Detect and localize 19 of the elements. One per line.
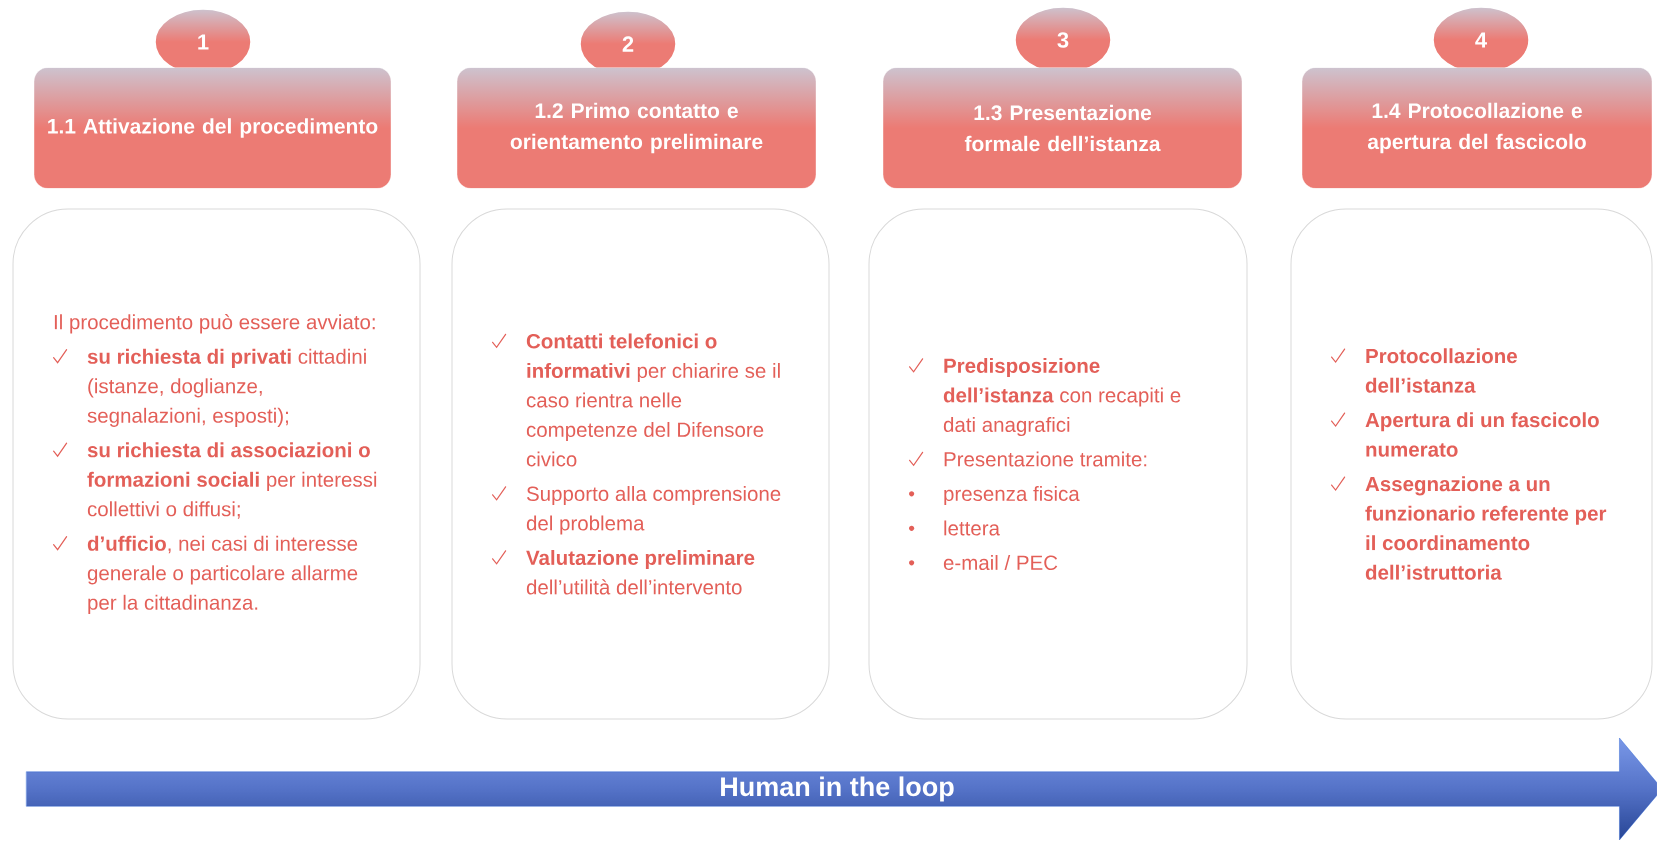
card-text: Il procedimento può essere avviato: <box>54 314 375 334</box>
list-item: Predisposizione dell’istanza con recapiti e dati anagrafici <box>943 357 1181 437</box>
list-item: Protocollazione dell’istanza <box>1365 348 1517 393</box>
list-item: Presentazione tramite: <box>944 451 1147 467</box>
list-item: Contatti telefonici o informativi per chiarire se il caso rientra nelle competenze del Difensore civico <box>526 333 780 467</box>
list-item: Assegnazione a un funzionario referente per il coordinamento dell’istruttoria <box>1365 476 1607 580</box>
list-item: d’ufficio, nei casi di interesse generale o particolare allarme per la cittadinanza. <box>87 535 358 614</box>
step-card <box>12 208 421 720</box>
list-item: Supporto alla comprensione del problema <box>526 485 781 535</box>
list-item: Apertura di un fascicolo numerato <box>1365 412 1599 457</box>
list-item: su richiesta di privati cittadini (istanze, doglianze, segnalazioni, esposti); <box>87 348 366 427</box>
list-item: presenza fisica <box>944 485 1080 506</box>
step-card <box>1290 208 1653 720</box>
step-card <box>451 208 830 720</box>
list-item: su richiesta di associazioni o formazioni sociali per interessi collettivi o diffusi; <box>87 442 377 519</box>
list-item: lettera <box>944 520 1000 536</box>
step-card <box>868 208 1248 720</box>
list-item: e-mail / PEC <box>943 554 1058 571</box>
list-item: Valutazione preliminare dell’utilità dell’intervento <box>526 549 755 595</box>
